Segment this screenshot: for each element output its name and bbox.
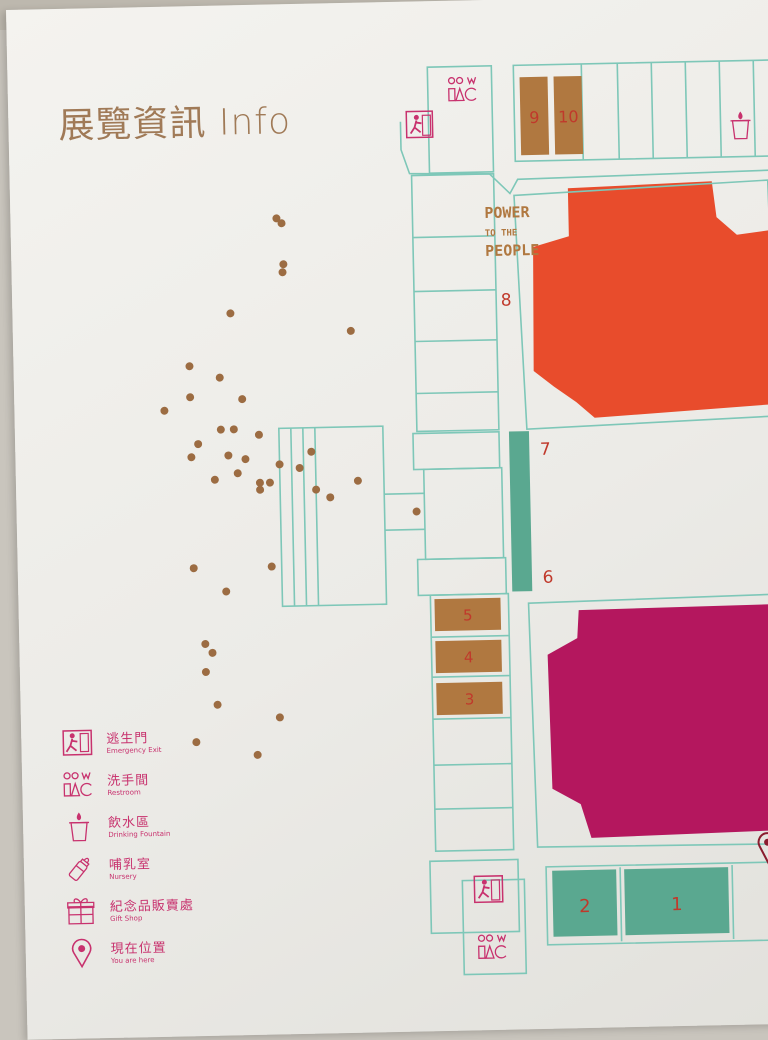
legend-label-zh: 飲水區: [108, 811, 150, 831]
legend-label-en: Restroom: [107, 788, 141, 797]
legend-item-you-are-here: 現在位置 You are here: [65, 930, 286, 977]
info-board: 展覽資訊 Info: [6, 0, 768, 1040]
screw-hole: [202, 668, 210, 676]
screw-hole: [275, 460, 283, 468]
screw-hole: [190, 564, 198, 572]
screw-hole: [266, 478, 274, 486]
room-6-label: 6: [542, 568, 553, 588]
screw-hole: [217, 426, 225, 434]
legend-label-zh: 洗手間: [107, 769, 149, 789]
screw-hole: [307, 448, 315, 456]
room-4-label: 4: [464, 648, 474, 666]
legend-label-en: Emergency Exit: [106, 746, 161, 755]
screw-hole: [187, 453, 195, 461]
screw-hole: [255, 431, 263, 439]
nursery-icon: [64, 852, 97, 885]
screw-hole: [160, 407, 168, 415]
exhibition-label-line1: POWER: [484, 203, 530, 222]
legend: 逃生門 Emergency Exit 洗手間 Restroom 飲水區 Drin…: [61, 720, 286, 977]
room-9-label: 9: [529, 108, 540, 127]
room-7-label: 7: [540, 440, 551, 460]
legend-item-gift-shop: 紀念品販賣處 Gift Shop: [65, 888, 286, 935]
legend-label-en: Nursery: [109, 872, 137, 881]
legend-item-emergency-exit: 逃生門 Emergency Exit: [61, 720, 282, 767]
location-pin-icon: [65, 936, 98, 969]
legend-item-restroom: 洗手間 Restroom: [62, 762, 283, 809]
legend-label-zh: 紀念品販賣處: [110, 894, 194, 915]
screw-hole: [354, 477, 362, 485]
exhibition-label-line2: TO THE: [485, 228, 518, 239]
legend-item-drinking-fountain: 飲水區 Drinking Fountain: [63, 804, 284, 851]
restroom-icon: [449, 77, 476, 101]
legend-label-en: Drinking Fountain: [108, 830, 170, 839]
screw-hole: [326, 493, 334, 501]
legend-label-zh: 哺乳室: [109, 853, 151, 873]
room-7-6[interactable]: [509, 431, 532, 591]
screw-hole: [186, 393, 194, 401]
screw-hole: [224, 451, 232, 459]
legend-label-en: Gift Shop: [110, 914, 142, 923]
legend-label-en: You are here: [111, 956, 155, 965]
drinking-fountain-icon: [730, 112, 751, 138]
gallery-magenta[interactable]: [547, 604, 768, 839]
location-pin-icon[interactable]: [758, 833, 768, 862]
screw-hole: [256, 479, 264, 487]
screw-hole: [238, 395, 246, 403]
screw-hole: [268, 562, 276, 570]
screw-hole: [214, 701, 222, 709]
exhibition-label: POWER TO THE PEOPLE: [484, 203, 539, 260]
screw-hole: [211, 476, 219, 484]
screw-hole: [347, 327, 355, 335]
gift-shop-icon: [65, 894, 98, 927]
screw-hole: [185, 362, 193, 370]
restroom-icon: [62, 768, 95, 801]
screw-hole: [278, 268, 286, 276]
room-10-label: 10: [558, 107, 579, 126]
room-5-label: 5: [463, 606, 473, 624]
room-3-label: 3: [465, 690, 475, 708]
gallery-power-to-the-people[interactable]: [530, 180, 768, 419]
legend-label-zh: 現在位置: [110, 937, 166, 957]
screw-hole: [216, 374, 224, 382]
screw-hole: [413, 507, 421, 515]
room-2-label: 2: [579, 896, 591, 917]
legend-label-zh: 逃生門: [106, 727, 148, 747]
screw-hole: [230, 425, 238, 433]
room-8-label: 8: [501, 290, 512, 310]
screw-hole: [296, 464, 304, 472]
emergency-exit-icon: [61, 726, 94, 759]
drinking-fountain-icon: [63, 810, 96, 843]
screw-hole: [256, 486, 264, 494]
screw-hole: [226, 309, 234, 317]
restroom-icon: [478, 935, 505, 959]
screw-hole: [201, 640, 209, 648]
exhibition-label-line3: PEOPLE: [485, 241, 540, 260]
screw-hole: [194, 440, 202, 448]
screw-hole: [222, 587, 230, 595]
room-1-label: 1: [671, 894, 683, 915]
screw-hole: [312, 486, 320, 494]
screw-hole: [234, 469, 242, 477]
screw-hole: [279, 260, 287, 268]
legend-item-nursery: 哺乳室 Nursery: [64, 846, 285, 893]
screw-hole: [208, 649, 216, 657]
screw-hole: [241, 455, 249, 463]
screw-holes: [156, 211, 425, 760]
